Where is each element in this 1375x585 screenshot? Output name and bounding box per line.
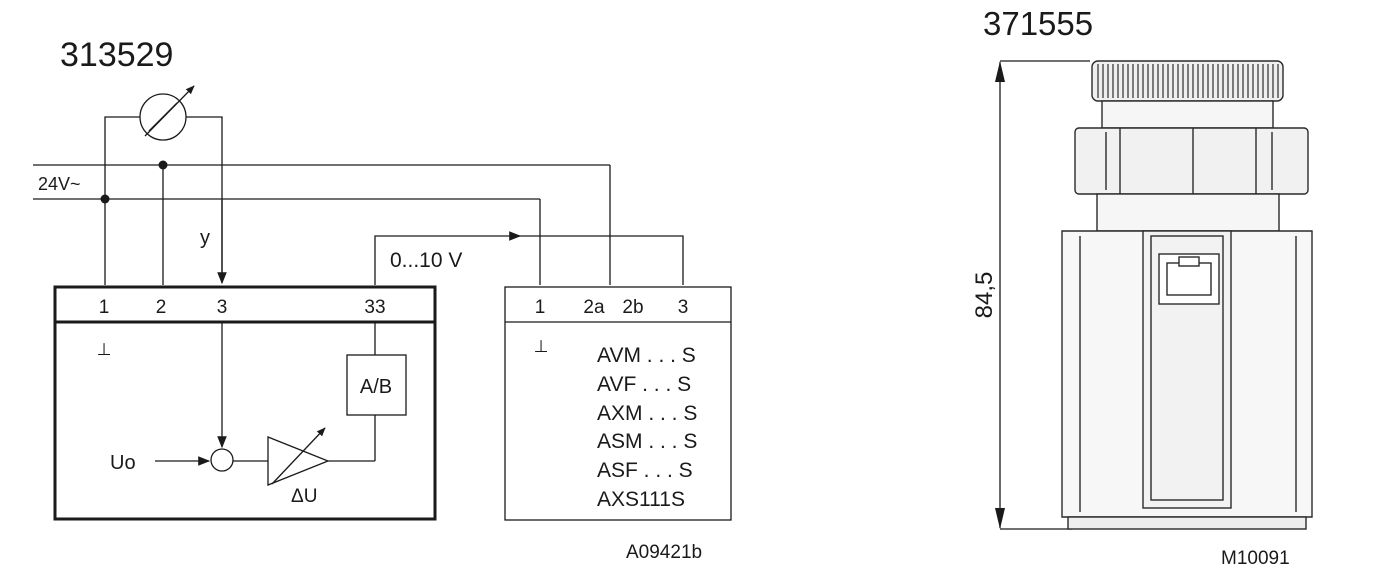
amplifier-label: ΔU: [291, 486, 317, 507]
device-outline: [1061, 60, 1313, 530]
actuator-model-1: AVM . . . S: [597, 344, 696, 367]
height-dimension-line: [995, 60, 1090, 530]
accessory-number: 313529: [60, 36, 173, 74]
actuator-terminal-2b: 2b: [622, 297, 643, 318]
actuator-model-2: AVF . . . S: [597, 373, 691, 396]
ab-block-label: A/B: [360, 376, 392, 398]
supply-label: 24V~: [38, 174, 81, 194]
actuator-terminal-1: 1: [535, 297, 546, 318]
controller-block: 1 2 3 33 ⊥ A/B Uo ΔU: [53, 285, 437, 521]
height-label: 84,5: [971, 272, 998, 319]
wiring-diagram: 313529 24V~ y 0...10 V: [33, 36, 732, 563]
actuator-model-4: ASM . . . S: [597, 430, 697, 453]
output-signal-wire: [374, 231, 684, 285]
controller-terminal-1: 1: [99, 297, 110, 318]
controller-ground-symbol: ⊥: [97, 340, 112, 359]
controller-terminal-33: 33: [364, 297, 385, 318]
controller-terminal-3: 3: [217, 297, 228, 318]
signal-label: y: [200, 227, 210, 249]
ab-block: [346, 354, 407, 416]
supply-wires: [33, 160, 611, 285]
actuator-model-3: AXM . . . S: [597, 402, 697, 425]
summing-junction: [210, 448, 234, 472]
actuator-model-5: ASF . . . S: [597, 459, 693, 482]
part-number: 371555: [983, 5, 1093, 42]
actuator-block: 1 2a 2b 3 ⊥ AVM . . . S AVF . . . S AXM …: [504, 286, 732, 521]
input-label: Uo: [110, 452, 136, 474]
actuator-terminal-3: 3: [678, 297, 689, 318]
actuator-ground-symbol: ⊥: [534, 337, 549, 356]
controller-terminal-2: 2: [156, 297, 167, 318]
wiring-drawing-code: A09421b: [626, 542, 702, 563]
actuator-terminal-2a: 2a: [583, 297, 605, 318]
potentiometer-symbol: [139, 85, 195, 141]
amplifier-symbol: [267, 436, 330, 486]
output-range-label: 0...10 V: [390, 249, 462, 272]
dimension-drawing: 371555 84,5: [971, 5, 1313, 569]
dimension-drawing-code: M10091: [1221, 548, 1290, 569]
actuator-model-6: AXS111S: [597, 488, 685, 511]
